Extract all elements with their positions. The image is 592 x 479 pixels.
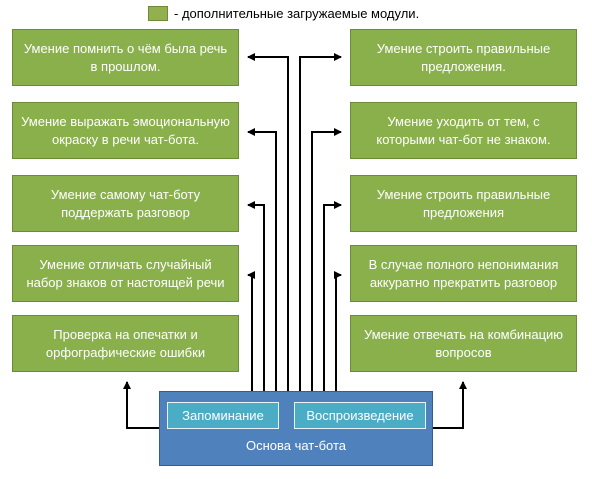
arrow-to-random-chars <box>247 271 255 391</box>
arrow-to-avoid-topics <box>311 128 342 391</box>
module-correct-sentences-2: Умение строить правильные предложения <box>350 175 577 232</box>
arrow-to-keep-conversation <box>247 201 265 391</box>
memory-label: Запоминание <box>182 408 264 423</box>
module-label: Умение отвечать на комбинацию вопросов <box>363 326 564 360</box>
module-remember-past: Умение помнить о чём была речь в прошлом… <box>12 29 239 86</box>
memory-block: Запоминание <box>167 402 279 429</box>
module-label: Умение выражать эмоциональную окраску в … <box>21 113 230 147</box>
module-label: Умение самому чат-боту поддержать разгов… <box>50 186 201 220</box>
module-label: Проверка на опечатки и орфографические о… <box>45 326 206 360</box>
module-emotional-coloring: Умение выражать эмоциональную окраску в … <box>12 102 239 159</box>
arrow-to-remember-past <box>247 53 289 391</box>
playback-block: Воспроизведение <box>294 402 426 429</box>
arrow-to-correct-sentences-2 <box>323 201 342 391</box>
chatbot-core: Запоминание Воспроизведение Основа чат-б… <box>159 391 433 466</box>
arrow-to-question-combination <box>433 381 467 429</box>
core-label: Основа чат-бота <box>245 438 347 453</box>
arrow-to-correct-sentences <box>299 53 342 391</box>
playback-label: Воспроизведение <box>306 408 414 423</box>
module-label: Умение строить правильные предложения <box>376 186 551 220</box>
module-question-combination: Умение отвечать на комбинацию вопросов <box>350 315 577 372</box>
module-random-chars: Умение отличать случайный набор знаков о… <box>12 245 239 302</box>
arrow-to-stop-conversation <box>334 271 342 391</box>
module-label: Умение уходить от тем, с которыми чат-бо… <box>376 113 551 147</box>
module-label: В случае полного непонимания аккуратно п… <box>368 256 559 290</box>
module-label: Умение помнить о чём была речь в прошлом… <box>23 40 228 74</box>
module-keep-conversation: Умение самому чат-боту поддержать разгов… <box>12 175 239 232</box>
module-avoid-topics: Умение уходить от тем, с которыми чат-бо… <box>350 102 577 159</box>
legend-swatch <box>148 5 168 21</box>
module-stop-conversation: В случае полного непонимания аккуратно п… <box>350 245 577 302</box>
arrow-to-emotional-coloring <box>247 128 277 391</box>
module-label: Умение отличать случайный набор знаков о… <box>26 256 225 290</box>
module-label: Умение строить правильные предложения. <box>376 40 551 74</box>
module-correct-sentences: Умение строить правильные предложения. <box>350 29 577 86</box>
legend-text: - дополнительные загружаемые модули. <box>174 5 420 21</box>
module-spellcheck: Проверка на опечатки и орфографические о… <box>12 315 239 372</box>
arrow-to-spellcheck <box>123 381 159 429</box>
legend: - дополнительные загружаемые модули. <box>148 4 419 22</box>
